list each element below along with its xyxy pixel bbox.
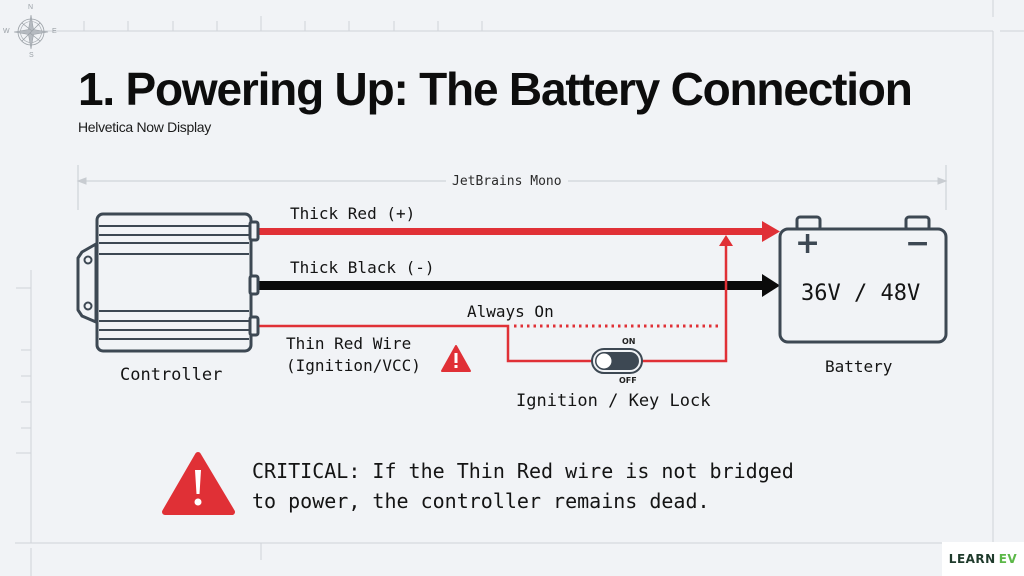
battery-plus: +	[795, 226, 821, 261]
battery-minus: −	[905, 226, 931, 261]
compass-icon	[13, 14, 49, 50]
critical-line-2: to power, the controller remains dead.	[252, 489, 710, 513]
wire-thick-black	[258, 274, 780, 297]
frame	[15, 0, 1024, 576]
label-thick-black: Thick Black (-)	[290, 258, 435, 277]
learn-ev-logo: LEARN EV	[942, 542, 1024, 576]
dimension-label: JetBrains Mono	[446, 174, 568, 189]
switch-on-label: ON	[622, 337, 636, 346]
thin-red-arrowhead	[719, 235, 733, 246]
warning-triangle-icon	[162, 452, 235, 515]
compass-s: S	[29, 52, 34, 59]
battery-label: Battery	[825, 357, 893, 376]
label-thin-red-2: (Ignition/VCC)	[286, 356, 421, 375]
critical-warning-text: CRITICAL: If the Thin Red wire is not br…	[252, 456, 794, 516]
controller-label: Controller	[120, 365, 223, 385]
switch-off-label: OFF	[619, 376, 637, 385]
page-title: 1. Powering Up: The Battery Connection	[78, 63, 913, 115]
compass-w: W	[3, 28, 10, 35]
toggle-switch-icon[interactable]	[591, 348, 643, 374]
wire-thin-red	[258, 244, 728, 363]
logo-learn: LEARN	[948, 552, 996, 566]
compass-e: E	[52, 28, 57, 35]
compass-n: N	[28, 4, 34, 11]
wire-thick-red	[258, 221, 780, 242]
switch-label: Ignition / Key Lock	[516, 391, 711, 411]
label-thin-red-1: Thin Red Wire	[286, 334, 412, 353]
logo-ev: EV	[998, 552, 1018, 566]
critical-line-1: CRITICAL: If the Thin Red wire is not br…	[252, 459, 794, 483]
page-subtitle: Helvetica Now Display	[78, 119, 211, 135]
controller-icon	[76, 212, 260, 353]
battery-icon	[778, 215, 948, 344]
label-thick-red: Thick Red (+)	[290, 204, 416, 223]
ruler-ticks-left	[16, 287, 31, 454]
battery-voltage: 36V / 48V	[801, 281, 921, 306]
label-always-on: Always On	[467, 302, 554, 321]
warning-small-icon	[441, 345, 471, 372]
ruler-ticks-top	[83, 16, 483, 31]
